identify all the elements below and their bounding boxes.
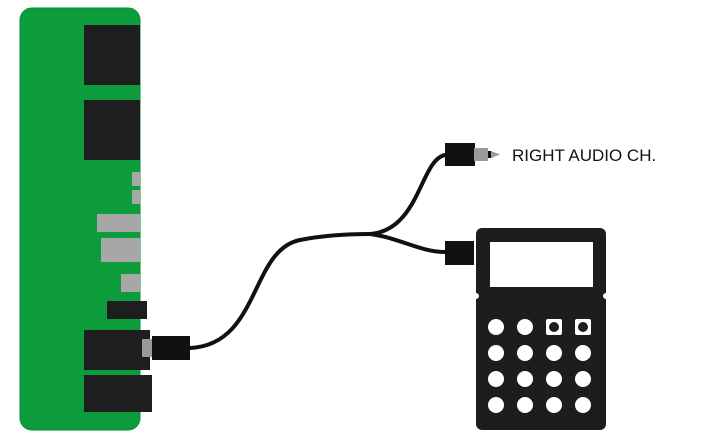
device-key — [517, 371, 533, 387]
device-key — [546, 397, 562, 413]
device-key — [517, 319, 533, 335]
cable-branch-up — [368, 153, 447, 236]
device-key-square — [575, 319, 591, 335]
device-screen — [490, 242, 593, 287]
board-connector-upper — [84, 100, 140, 160]
pocket-device — [473, 228, 609, 430]
circuit-board — [19, 7, 152, 431]
right-audio-plug-ring — [488, 151, 491, 158]
board-plug-metal — [142, 339, 153, 357]
board-component-gray-1 — [132, 172, 140, 186]
device-keypad — [488, 319, 591, 413]
device-key-square — [546, 319, 562, 335]
device-notch-left — [473, 293, 479, 299]
board-audio-socket — [84, 330, 150, 370]
device-key — [575, 371, 591, 387]
right-audio-plug — [445, 143, 500, 166]
right-audio-plug-body — [445, 143, 475, 166]
device-key — [517, 345, 533, 361]
device-key-square-dot — [578, 322, 588, 332]
right-audio-label: RIGHT AUDIO CH. — [512, 146, 656, 165]
right-audio-plug-sleeve — [474, 148, 488, 161]
board-plug-body — [152, 336, 190, 360]
device-plug-body — [445, 241, 474, 265]
device-key — [517, 397, 533, 413]
device-plug — [445, 241, 474, 265]
device-key — [488, 345, 504, 361]
device-key — [488, 319, 504, 335]
board-plug — [142, 336, 190, 360]
device-key-square-dot — [549, 322, 559, 332]
device-key — [546, 371, 562, 387]
device-key — [488, 397, 504, 413]
board-component-gray-4 — [101, 238, 140, 262]
right-audio-plug-tip — [491, 151, 500, 158]
board-component-gray-5 — [121, 274, 140, 292]
device-key — [488, 371, 504, 387]
cable-branch-device — [368, 232, 447, 254]
cable-main — [188, 232, 372, 350]
board-component-gray-2 — [132, 190, 140, 204]
board-small-port — [107, 301, 147, 319]
device-notch-right — [603, 293, 609, 299]
device-key — [546, 345, 562, 361]
board-bottom-socket — [84, 375, 152, 412]
board-component-gray-3 — [97, 214, 140, 232]
audio-cable — [188, 153, 447, 350]
board-connector-top — [84, 25, 140, 85]
device-key — [575, 397, 591, 413]
device-key — [575, 345, 591, 361]
